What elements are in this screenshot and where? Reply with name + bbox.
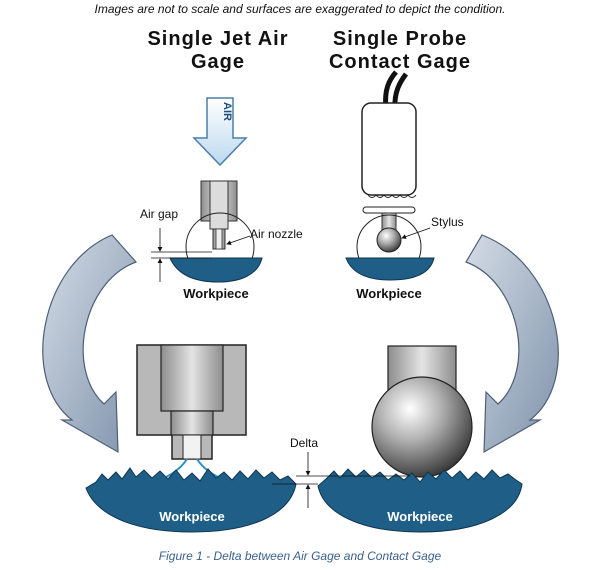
workpiece-label-small-right: Workpiece — [356, 286, 422, 301]
air-label: AIR — [221, 102, 233, 121]
curved-arrow-right — [465, 234, 559, 454]
curved-arrow-left — [42, 234, 138, 454]
workpiece-small-left — [169, 257, 263, 283]
scale-note: Images are not to scale and surfaces are… — [94, 2, 506, 16]
air-nozzle-large — [136, 344, 247, 487]
air-gap-label: Air gap — [140, 207, 178, 221]
delta-dimension — [272, 452, 410, 508]
contact-probe-large — [371, 345, 473, 478]
contact-gage-title: Single Probe Contact Gage — [328, 28, 472, 73]
workpiece-label-large-left: Workpiece — [159, 509, 225, 524]
air-gage-title: Single Jet Air Gage — [147, 28, 289, 73]
workpiece-label-large-right: Workpiece — [387, 509, 453, 524]
air-nozzle-label: Air nozzle — [250, 227, 303, 241]
contact-probe-small — [356, 70, 422, 280]
delta-label: Delta — [290, 436, 318, 450]
workpiece-small-right — [345, 257, 435, 281]
air-gap-dimension — [151, 228, 212, 282]
air-flow-arrow: AIR — [192, 97, 248, 167]
stylus-pointer — [401, 227, 431, 239]
air-nozzle-pointer — [226, 235, 251, 245]
air-nozzle-small — [185, 180, 255, 282]
workpiece-large-right — [317, 468, 523, 533]
figure-caption: Figure 1 - Delta between Air Gage and Co… — [158, 549, 442, 563]
stylus-label: Stylus — [431, 215, 464, 229]
workpiece-label-small-left: Workpiece — [183, 286, 249, 301]
